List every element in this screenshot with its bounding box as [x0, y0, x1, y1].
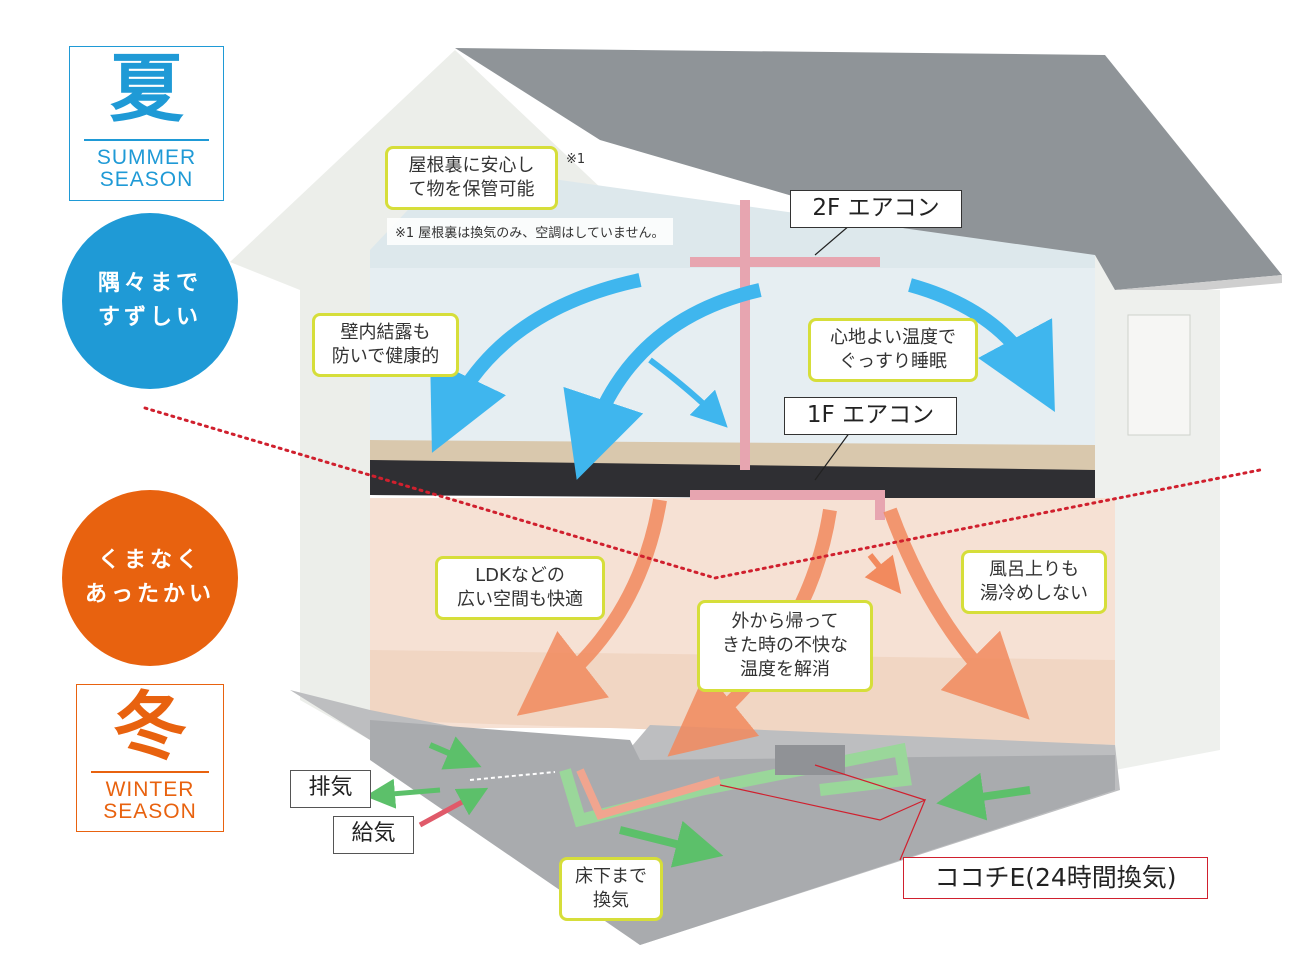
winter-badge: くまなく あったかい	[62, 490, 238, 666]
callout-ldk: LDKなどの 広い空間も快適	[435, 556, 605, 620]
summer-badge-line2: すずしい	[97, 305, 202, 330]
callout-line: 風呂上りも	[989, 559, 1079, 580]
callout-line: LDKなどの	[475, 565, 565, 586]
callout-line: 心地よい温度で	[830, 327, 956, 348]
attic-footnote: ※1 屋根裏は換気のみ、空調はしていません。	[387, 218, 673, 245]
callout-line: 外から帰って	[731, 611, 839, 632]
ac-1f-label: 1F エアコン	[784, 397, 957, 435]
callout-line: 換気	[593, 890, 629, 911]
winter-en-1: WINTER	[105, 777, 195, 801]
callout-line: きた時の不快な	[722, 635, 848, 656]
winter-badge-line2: あったかい	[84, 582, 215, 607]
summer-badge: 隅々まで すずしい	[62, 213, 238, 389]
callout-bath: 風呂上りも 湯冷めしない	[961, 550, 1107, 614]
summer-badge-line1: 隅々まで	[97, 271, 202, 296]
callout-attic-storage: 屋根裏に安心し て物を保管可能	[385, 146, 558, 210]
ventilation-system-label: ココチE(24時間換気)	[903, 857, 1208, 899]
summer-en-2: SEASON	[99, 167, 194, 191]
winter-kanji: 冬	[113, 684, 187, 770]
callout-line: ぐっすり睡眠	[839, 351, 947, 372]
supply-label: 給気	[333, 816, 414, 854]
season-divider-line	[143, 406, 1262, 580]
winter-en-2: SEASON	[103, 799, 197, 823]
summer-kanji: 夏	[109, 46, 184, 132]
callout-line: て物を保管可能	[408, 179, 535, 200]
footnote-mark: ※1	[566, 152, 586, 167]
callout-line: 湯冷めしない	[980, 583, 1088, 604]
callout-wall-condensation: 壁内結露も 防いで健康的	[312, 313, 459, 377]
summer-en-1: SUMMER	[96, 145, 197, 169]
ac-2f-label: 2F エアコン	[790, 190, 962, 228]
callout-line: 広い空間も快適	[457, 589, 583, 610]
exhaust-label: 排気	[290, 770, 371, 808]
callout-return-home: 外から帰って きた時の不快な 温度を解消	[697, 600, 873, 692]
summer-season-label: 夏 SUMMER SEASON	[69, 46, 224, 201]
callout-line: 温度を解消	[740, 659, 830, 680]
callout-line: 防いで健康的	[331, 346, 440, 367]
winter-badge-line1: くまなく	[97, 548, 202, 573]
winter-season-label: 冬 WINTER SEASON	[76, 684, 224, 832]
callout-line: 壁内結露も	[340, 322, 431, 343]
callout-underfloor: 床下まで 換気	[559, 857, 663, 921]
roof	[455, 48, 1282, 290]
callout-sleep: 心地よい温度で ぐっすり睡眠	[808, 318, 978, 382]
callout-line: 床下まで	[575, 866, 647, 887]
callout-line: 屋根裏に安心し	[408, 155, 535, 176]
